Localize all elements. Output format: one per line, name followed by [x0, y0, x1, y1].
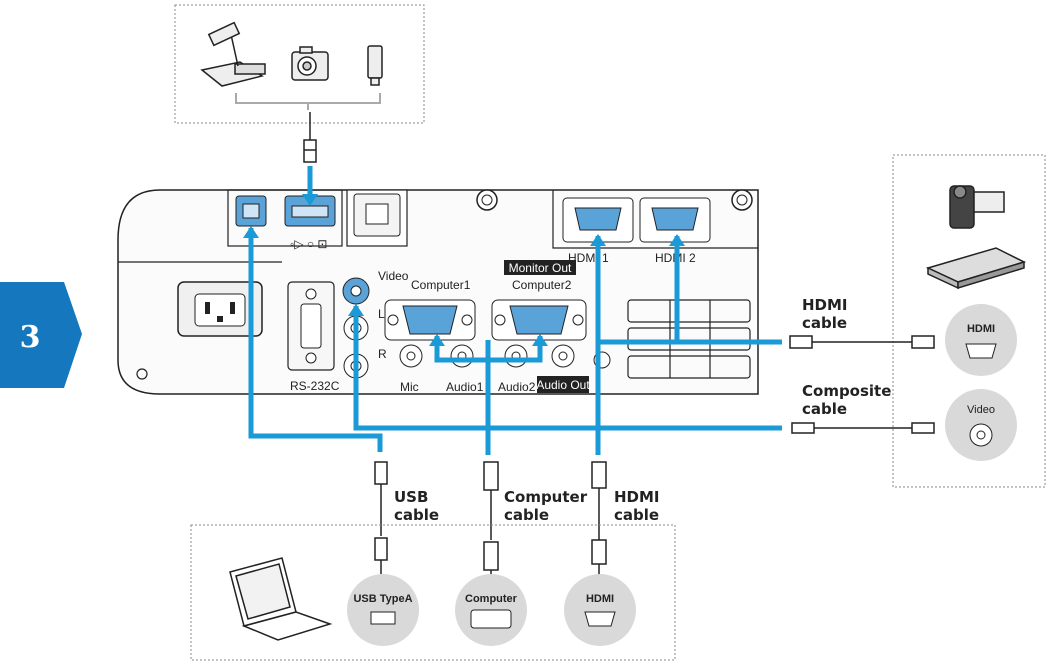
computer-cable-label-line1: Computer: [504, 488, 588, 506]
audio-out-badge: [537, 376, 589, 393]
composite-cable: [791, 422, 935, 434]
label-mic: Mic: [400, 380, 419, 394]
computer-cable-label-line2: cable: [504, 506, 549, 524]
arrowheads: [243, 194, 685, 346]
hdmi-port-label-bottom: HDMI: [586, 593, 614, 605]
hdmi-cable-right-label-line2: cable: [802, 314, 847, 332]
label-monitor-out: Monitor Out: [509, 261, 572, 275]
hdmi-port-badge-right: [945, 304, 1017, 376]
step-number: 3: [20, 320, 41, 355]
usb-plug-top: [303, 112, 317, 163]
computer-port-label: Computer: [465, 593, 518, 605]
usb-cable-plugs: [374, 461, 388, 574]
hdmi-cable-right: [789, 335, 935, 349]
document-camera-icon: [200, 21, 266, 87]
computer-cable-plugs: [483, 461, 499, 582]
camcorder-icon: [949, 185, 1005, 229]
label-audio2: Audio2: [498, 380, 536, 394]
hdmi-port-icon-bottom: [584, 611, 616, 627]
monitor-out-badge: [504, 260, 576, 275]
media-player-icon: [925, 247, 1027, 290]
usb-typea-port-label: USB TypeA: [353, 593, 412, 605]
av-devices-box: [892, 154, 1046, 488]
hdmi-port-icon-right: [965, 343, 997, 359]
usb-typea-port-icon: [370, 611, 396, 625]
usb-cable-label-line1: USB: [394, 488, 428, 506]
hdmi-port-label-right: HDMI: [967, 323, 995, 335]
computer2-port: [509, 305, 569, 335]
hdmi-cable-plugs: [591, 461, 607, 580]
label-right: R: [378, 347, 387, 361]
label-computer1: Computer1: [411, 278, 471, 292]
composite-cable-label-line2: cable: [802, 400, 847, 418]
hdmi-port-badge-bottom: [564, 574, 636, 646]
step-badge: 3: [0, 282, 82, 388]
hdmi2-port: [651, 207, 699, 231]
video-port-label: Video: [967, 404, 995, 416]
vent-grille: [627, 299, 751, 379]
hdmi-cable-bottom-label-line1: HDMI: [614, 488, 660, 506]
usb-typea-port-badge: [347, 574, 419, 646]
usb-devices-box: [174, 4, 425, 124]
laptop-icon: [229, 557, 333, 641]
computer-devices-box: [190, 524, 676, 661]
label-audio-out: Audio Out: [536, 378, 590, 392]
label-rs232c: RS-232C: [290, 379, 340, 393]
vga-port-icon: [470, 609, 512, 629]
usb-port-symbols: ◦▷ ○ ⊡: [290, 237, 327, 251]
label-video: Video: [378, 269, 409, 283]
label-audio1: Audio1: [446, 380, 484, 394]
usb-cable-label-line2: cable: [394, 506, 439, 524]
hdmi1-port: [574, 207, 622, 231]
hdmi-cable-bottom-label-line2: cable: [614, 506, 659, 524]
label-hdmi1: HDMI 1: [568, 251, 609, 265]
usb-flash-drive-icon: [367, 45, 383, 86]
digital-camera-icon: [291, 46, 329, 81]
usb-devices-bracket: [235, 93, 381, 110]
composite-cable-label-line1: Composite: [802, 382, 891, 400]
computer1-port: [402, 305, 458, 335]
connection-lines: [248, 166, 782, 455]
label-computer2: Computer2: [512, 278, 572, 292]
hdmi-cable-right-label-line1: HDMI: [802, 296, 848, 314]
label-left: L: [378, 307, 385, 321]
